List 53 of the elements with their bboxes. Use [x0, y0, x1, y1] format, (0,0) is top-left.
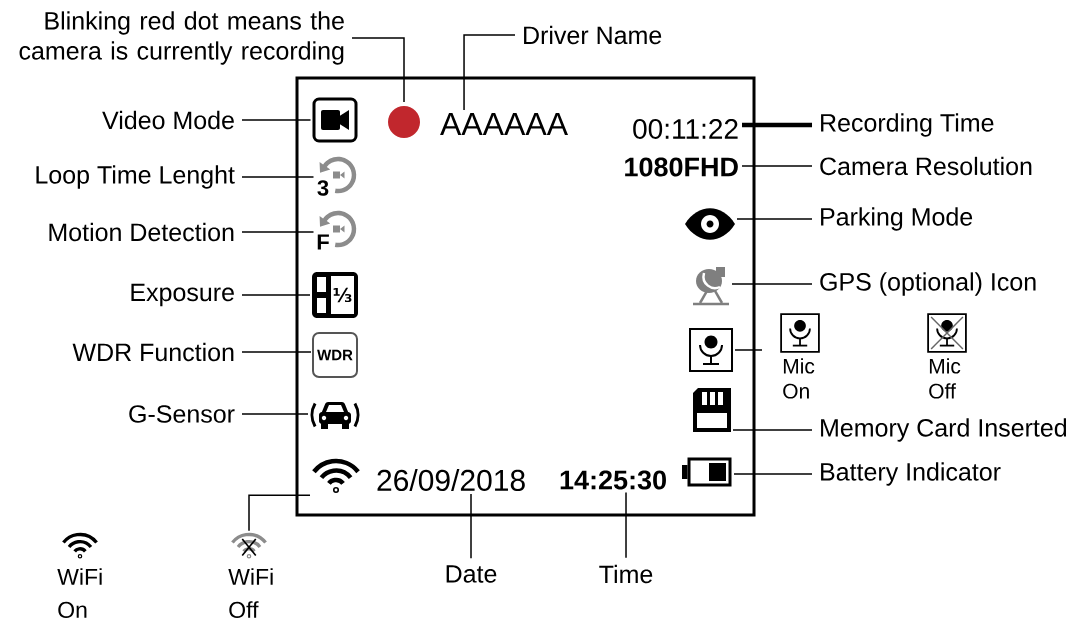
date-text: 26/09/2018 [377, 469, 525, 491]
leader-line [241, 119, 312, 121]
leader-line [241, 231, 315, 233]
video-camera-icon [312, 97, 358, 143]
satellite-dish-icon [693, 267, 729, 306]
icon-caption: WiFi Off [228, 568, 273, 619]
callout-text: Video Mode [102, 110, 234, 130]
leader-line [742, 122, 812, 128]
car-icon [310, 402, 360, 429]
callout-text: Camera Resolution [820, 156, 1032, 176]
leader-line [736, 218, 813, 220]
leader-line [731, 283, 813, 285]
callout-text: Date [446, 565, 497, 583]
callout-text: Motion Detection [49, 222, 234, 242]
callout-text: Loop Time Lenght [36, 165, 235, 189]
clock-text: 14:25:30 [560, 470, 666, 490]
leader-line [241, 294, 311, 296]
memory-card-icon [693, 388, 731, 432]
icon-caption: Mic On [783, 358, 815, 399]
callout-text: WDR Function [72, 342, 234, 362]
microphone-icon [689, 328, 733, 372]
name-text: AAAAAA [440, 113, 568, 135]
leader-line [463, 34, 516, 111]
callout-text: Battery Indicator [821, 462, 1001, 486]
icon-caption: WiFi On [57, 568, 102, 619]
leader-line [351, 37, 405, 103]
leader-line [734, 349, 763, 351]
callout-text: Memory Card Inserted [821, 418, 1067, 442]
leader-line [241, 176, 315, 178]
timer-text: 00:11:22 [633, 119, 738, 139]
icon-caption: Mic Off [929, 358, 961, 399]
callout-text: Recording Time [821, 113, 994, 137]
callout-text: Blinking red dot means the camera is currently recording [19, 11, 344, 65]
resolution-text: 1080FHD [625, 157, 738, 177]
leader-line [733, 473, 813, 475]
recording-dot [388, 106, 420, 138]
leader-line [741, 165, 813, 167]
callout-text: G-Sensor [129, 405, 235, 423]
battery-icon [682, 457, 732, 487]
callout-text: Parking Mode [821, 207, 973, 231]
leader-line [248, 494, 311, 532]
leader-line [241, 351, 312, 353]
callout-text: Driver Name [524, 25, 662, 45]
callout-text: Time [599, 564, 653, 584]
leader-line [732, 429, 813, 431]
callout-text: Exposure [131, 283, 234, 307]
leader-line [625, 491, 627, 559]
display-screen [295, 76, 756, 517]
eye-icon [685, 208, 735, 240]
leader-line [470, 493, 472, 560]
leader-line [241, 413, 309, 415]
wifi-icon [311, 458, 361, 494]
callout-text: GPS (optional) Icon [820, 272, 1036, 296]
